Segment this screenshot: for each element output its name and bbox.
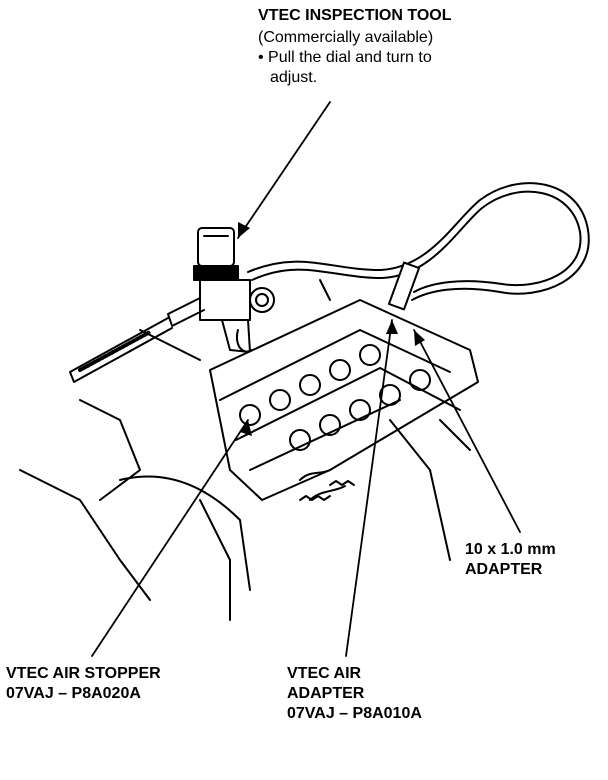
inspection-tool-gauge xyxy=(193,227,275,353)
tool-leader xyxy=(237,101,331,239)
inspection-tool-title: VTEC INSPECTION TOOL xyxy=(258,7,452,24)
air-adapter-line3: 07VAJ – P8A010A xyxy=(287,705,422,722)
leader-lines xyxy=(91,101,521,657)
thread-adapter-label: 10 x 1.0 mm ADAPTER xyxy=(465,540,556,580)
air-adapter-label: VTEC AIR ADAPTER 07VAJ – P8A010A xyxy=(287,664,422,724)
cylinder-head xyxy=(209,299,479,501)
air-stopper-line1: VTEC AIR STOPPER xyxy=(6,665,161,682)
air-stopper-line2: 07VAJ – P8A020A xyxy=(6,685,141,702)
inspection-tool-note-line1: • Pull the dial and turn to xyxy=(258,49,432,66)
air-adapter-leader xyxy=(345,319,393,657)
air-adapter-line1: VTEC AIR xyxy=(287,665,362,682)
inspection-tool-subtitle: (Commercially available) xyxy=(258,29,434,46)
stopper-leader xyxy=(91,419,249,657)
air-hose xyxy=(247,182,590,301)
air-stopper-label: VTEC AIR STOPPER 07VAJ – P8A020A xyxy=(6,664,161,704)
probe-wand xyxy=(69,297,205,383)
thread-adapter-line1: 10 x 1.0 mm xyxy=(465,541,556,558)
thread-adapter-part xyxy=(387,261,421,311)
adapter-leader xyxy=(413,329,521,533)
leader-arrowheads xyxy=(238,222,425,436)
inspection-tool-note-line2: adjust. xyxy=(270,69,318,86)
air-adapter-line2: ADAPTER xyxy=(287,685,365,702)
inspection-tool-label: VTEC INSPECTION TOOL (Commercially avail… xyxy=(258,6,452,88)
engine-block xyxy=(19,279,471,621)
thread-adapter-line2: ADAPTER xyxy=(465,561,543,578)
